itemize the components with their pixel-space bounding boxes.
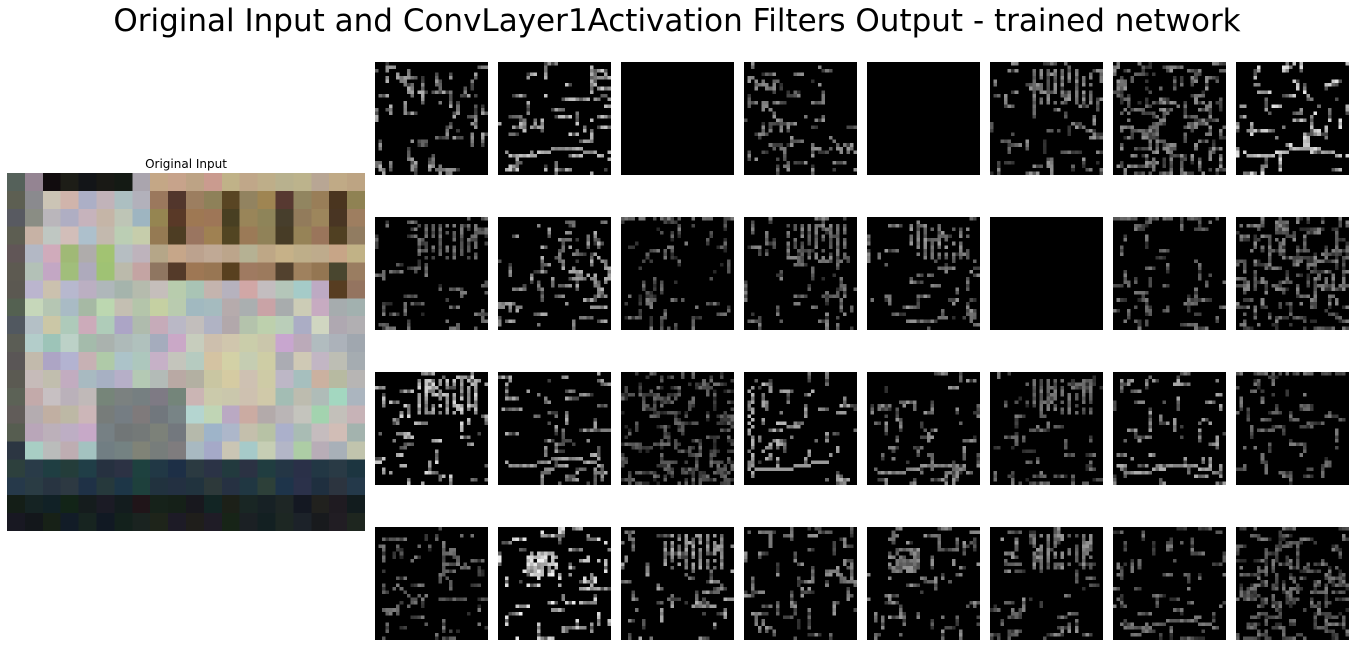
activation-filter-1 [375, 62, 488, 175]
activation-filter-3 [621, 62, 734, 175]
figure-title: Original Input and ConvLayer1Activation … [113, 3, 1241, 39]
activation-filter-5 [867, 62, 980, 175]
activation-filter-2 [498, 62, 611, 175]
original-input-image [7, 173, 365, 531]
activation-filter-18 [498, 372, 611, 485]
activation-filter-27 [621, 527, 734, 640]
activation-filter-14 [990, 217, 1103, 330]
activation-filter-26 [498, 527, 611, 640]
activation-filter-10 [498, 217, 611, 330]
activation-filter-8 [1236, 62, 1349, 175]
activation-filter-22 [990, 372, 1103, 485]
activation-filter-21 [867, 372, 980, 485]
activation-filter-9 [375, 217, 488, 330]
activation-filter-32 [1236, 527, 1349, 640]
activation-filter-11 [621, 217, 734, 330]
activation-filter-12 [744, 217, 857, 330]
activation-filter-6 [990, 62, 1103, 175]
activation-filter-31 [1113, 527, 1226, 640]
activation-filter-20 [744, 372, 857, 485]
activation-filter-24 [1236, 372, 1349, 485]
activation-filter-19 [621, 372, 734, 485]
activation-filter-7 [1113, 62, 1226, 175]
original-input-title: Original Input [145, 157, 227, 171]
activation-filter-23 [1113, 372, 1226, 485]
activation-filter-29 [867, 527, 980, 640]
activation-filter-16 [1236, 217, 1349, 330]
activation-filter-25 [375, 527, 488, 640]
activation-filter-17 [375, 372, 488, 485]
activation-filter-30 [990, 527, 1103, 640]
activation-filter-4 [744, 62, 857, 175]
activation-filter-13 [867, 217, 980, 330]
activation-filter-28 [744, 527, 857, 640]
activation-filter-15 [1113, 217, 1226, 330]
